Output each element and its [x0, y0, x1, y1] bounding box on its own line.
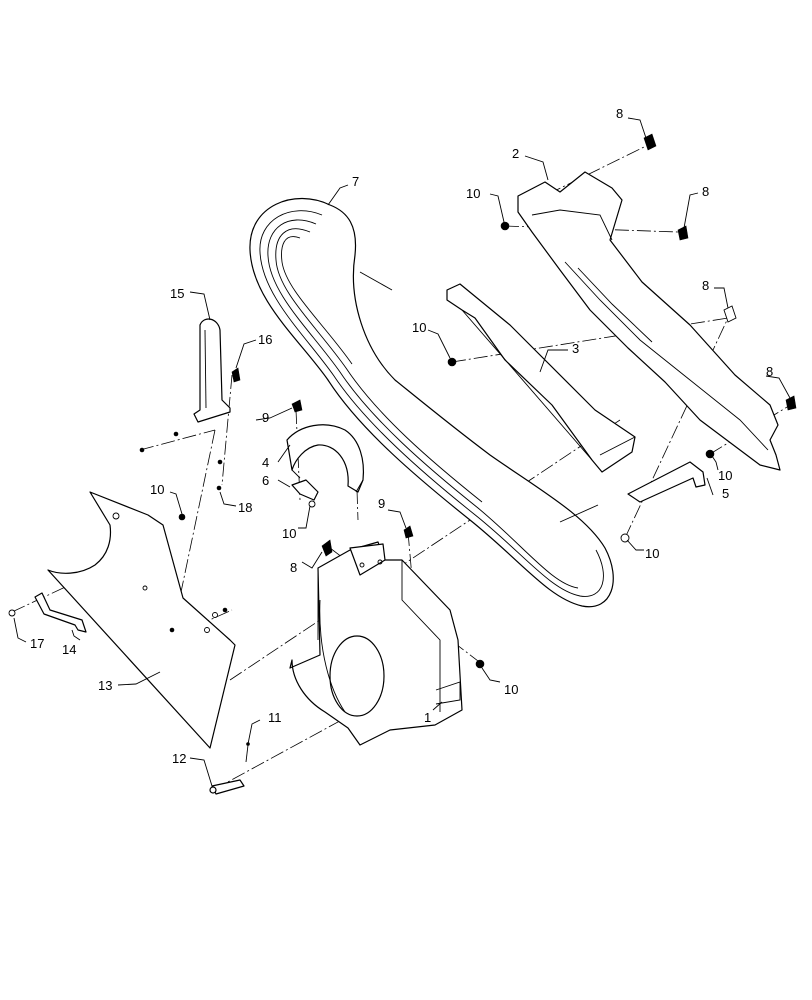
panel-part-13	[47, 491, 236, 749]
callout-18: 18	[238, 500, 252, 515]
callout-9b: 9	[378, 496, 385, 511]
hardware-items	[8, 133, 797, 669]
callout-12: 12	[172, 751, 186, 766]
callout-8b: 8	[702, 184, 709, 199]
handle-part-14	[34, 592, 87, 633]
callout-11: 11	[268, 710, 282, 725]
cover-part-4	[286, 424, 365, 493]
callout-10f: 10	[150, 482, 164, 497]
housing-part-1	[289, 541, 463, 746]
callout-8e: 8	[290, 560, 297, 575]
callout-7: 7	[352, 174, 359, 189]
callout-17: 17	[30, 636, 44, 651]
callout-8a: 8	[616, 106, 623, 121]
callout-10d: 10	[645, 546, 659, 561]
callout-15: 15	[170, 286, 184, 301]
callout-10g: 10	[282, 526, 296, 541]
guard-part-3	[446, 283, 636, 473]
pin-part-11	[245, 742, 250, 763]
pin-part-12	[209, 779, 245, 795]
strap-part-15	[193, 318, 231, 423]
callout-10a: 10	[466, 186, 480, 201]
leader-lines	[13, 117, 791, 787]
callout-10e: 10	[504, 682, 518, 697]
clip-part-6	[291, 479, 319, 501]
callout-8d: 8	[766, 364, 773, 379]
callout-9a: 9	[262, 410, 269, 425]
bracket-part-5	[627, 461, 706, 503]
callout-5: 5	[722, 486, 729, 501]
callout-4: 4	[262, 455, 269, 470]
belt-part-7	[249, 197, 614, 608]
shield-part-2	[517, 171, 781, 471]
callout-13: 13	[98, 678, 112, 693]
callout-10b: 10	[412, 320, 426, 335]
callout-8c: 8	[702, 278, 709, 293]
callout-labels: 1 2 3 4 5 6 7 8 8 8 8 8 9 9 10 10 10 10 …	[30, 106, 773, 766]
callout-3: 3	[572, 341, 579, 356]
callout-10c: 10	[718, 468, 732, 483]
callout-2: 2	[512, 146, 519, 161]
callout-14: 14	[62, 642, 76, 657]
callout-1: 1	[424, 710, 431, 725]
callout-16: 16	[258, 332, 272, 347]
callout-6: 6	[262, 473, 269, 488]
